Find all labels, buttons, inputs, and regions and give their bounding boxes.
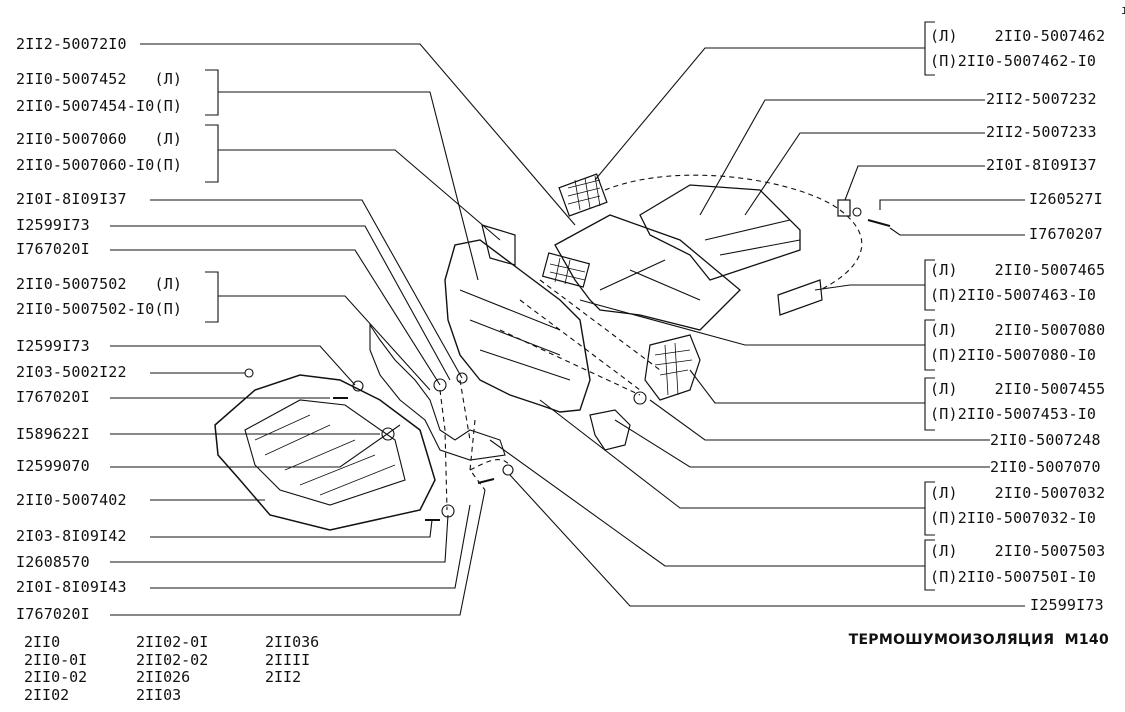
model-code: 2II02	[24, 685, 70, 704]
page-code: M140	[1064, 632, 1109, 648]
right-label-5: 2I0I-8I09I37	[986, 156, 1097, 174]
model-code: 2II036	[265, 633, 320, 651]
right-label-1: (Л) 2II0-5007462	[930, 27, 1106, 45]
model-code: 2II0-02	[24, 668, 88, 686]
side-pad-right	[777, 279, 823, 316]
bracket-left-2	[205, 124, 219, 183]
right-label-18: (Л) 2II0-5007503	[930, 542, 1106, 560]
left-label-10: 2II0-5007502-I0(П)	[16, 300, 183, 318]
model-code: 2II02-0I	[136, 633, 209, 651]
right-label-2: (П)2II0-5007462-I0	[930, 52, 1097, 70]
left-label-8: I767020I	[16, 240, 90, 258]
right-label-4: 2II2-5007233	[986, 123, 1097, 141]
tunnel-insulation	[639, 184, 801, 281]
fastener-1	[352, 380, 364, 392]
model-code: 2II2	[265, 668, 302, 686]
right-label-19: (П)2II0-500750I-I0	[930, 568, 1097, 586]
right-label-13: (П)2II0-5007453-I0	[930, 405, 1097, 423]
right-label-14: 2II0-5007248	[990, 431, 1101, 449]
right-label-10: (Л) 2II0-5007080	[930, 321, 1106, 339]
right-label-20: I2599I73	[1030, 596, 1104, 614]
model-code: 2II03	[136, 685, 182, 704]
left-label-20: I767020I	[16, 605, 90, 623]
left-label-4: 2II0-5007060 (Л)	[16, 130, 183, 148]
model-code: 2II026	[136, 668, 191, 686]
bracket-left-1	[205, 69, 219, 116]
left-label-16: 2II0-5007402	[16, 491, 127, 509]
right-label-9: (П)2II0-5007463-I0	[930, 286, 1097, 304]
left-label-3: 2II0-5007454-I0(П)	[16, 97, 183, 115]
left-label-7: I2599I73	[16, 216, 90, 234]
model-code: 2II02-02	[136, 650, 209, 669]
left-label-17: 2I03-8I09I42	[16, 527, 127, 545]
fastener-4	[633, 391, 647, 405]
left-label-12: 2I03-5002I22	[16, 363, 127, 381]
hood-bracket	[369, 323, 506, 461]
clip-2	[852, 207, 862, 217]
right-label-6: I260527I	[1029, 190, 1103, 208]
left-label-18: I2608570	[16, 553, 90, 571]
left-label-15: I2599070	[16, 457, 90, 475]
left-label-5: 2II0-5007060-I0(П)	[16, 156, 183, 174]
right-label-12: (Л) 2II0-5007455	[930, 380, 1106, 398]
models-col-2: 2II02-0I 2II02-02 2II026 2II03	[136, 633, 209, 704]
corner-mark: ı	[1121, 3, 1125, 17]
page-title: ТЕРМОШУМОИЗОЛЯЦИЯ M140	[849, 632, 1109, 648]
left-label-6: 2I0I-8I09I37	[16, 190, 127, 208]
floor-mat	[554, 214, 741, 331]
bracket-left-3	[205, 271, 219, 323]
model-code: 2II0	[24, 633, 61, 651]
left-label-11: I2599I73	[16, 337, 90, 355]
right-label-7: I7670207	[1029, 225, 1103, 243]
right-label-15: 2II0-5007070	[990, 458, 1101, 476]
left-label-2: 2II0-5007452 (Л)	[16, 70, 183, 88]
right-label-11: (П)2II0-5007080-I0	[930, 346, 1097, 364]
grid-pad-mid	[541, 252, 591, 288]
models-col-1: 2II0 2II0-0I 2II0-02 2II02	[24, 633, 88, 704]
fastener-5	[441, 504, 455, 518]
left-label-9: 2II0-5007502 (Л)	[16, 275, 183, 293]
right-label-16: (Л) 2II0-5007032	[930, 484, 1106, 502]
left-label-19: 2I0I-8I09I43	[16, 578, 127, 596]
right-label-8: (Л) 2II0-5007465	[930, 261, 1106, 279]
nut-1	[244, 368, 254, 378]
fastener-7	[381, 427, 395, 441]
clip-1	[837, 199, 851, 217]
pedal-pad	[644, 334, 701, 401]
bracket-right-4	[924, 377, 935, 431]
right-label-17: (П)2II0-5007032-I0	[930, 509, 1097, 527]
model-code: 2II0-0I	[24, 650, 88, 669]
left-label-14: I589622I	[16, 425, 90, 443]
left-label-13: I767020I	[16, 388, 90, 406]
dash-panel	[444, 239, 591, 413]
bracket-right-6	[924, 539, 935, 591]
left-label-1: 2II2-50072I0	[16, 35, 127, 53]
fastener-6	[502, 464, 514, 476]
side-pad-left	[481, 224, 516, 266]
section-title: ТЕРМОШУМОИЗОЛЯЦИЯ	[848, 632, 1055, 648]
model-code: 2IIII	[265, 650, 311, 669]
right-label-3: 2II2-5007232	[986, 90, 1097, 108]
hood-insulation	[214, 374, 436, 531]
fastener-3	[456, 372, 468, 384]
models-col-3: 2II036 2IIII 2II2	[265, 633, 320, 687]
small-bracket	[589, 409, 631, 451]
grid-pad-top	[558, 173, 608, 217]
